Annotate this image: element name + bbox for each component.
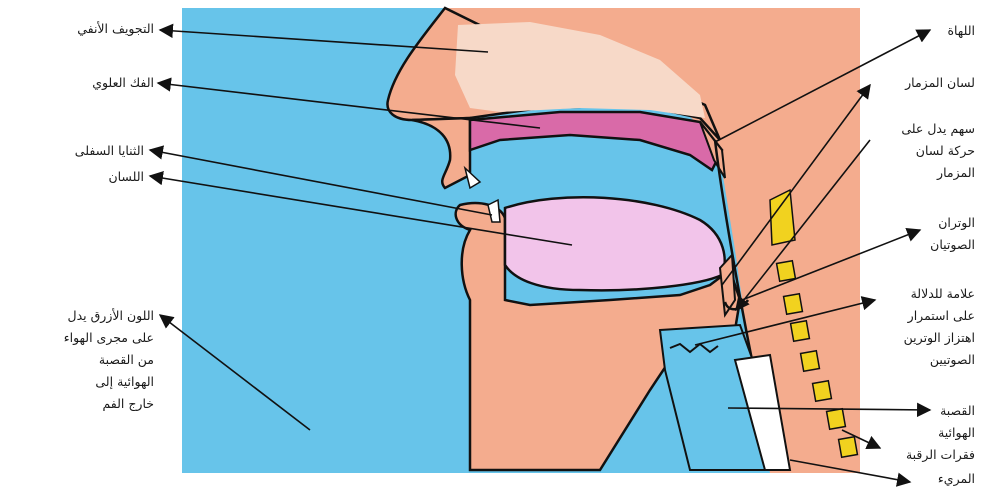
label-tongue: اللسان	[14, 166, 144, 188]
label-esophagus: المريء	[880, 468, 975, 490]
label-trachea: القصبة الهوائية	[880, 400, 975, 444]
vibration-line-1: علامة للدلالة	[870, 283, 975, 305]
trachea-line-1: القصبة	[880, 400, 975, 422]
label-vibration-mark: علامة للدلالة على استمرار اهتزاز الوترين…	[870, 283, 975, 371]
vibration-line-4: الصوتيين	[870, 349, 975, 371]
label-vocal-cords: الوتران الصوتيان	[880, 212, 975, 256]
label-lower-incisors: الثنايا السفلى	[14, 140, 144, 162]
trachea-line-2: الهوائية	[880, 422, 975, 444]
label-epiglottis: لسان المزمار	[870, 72, 975, 94]
vocal-cords-line-2: الصوتيان	[880, 234, 975, 256]
label-blue-note: اللون الأزرق يدل على مجرى الهواء من القص…	[14, 305, 154, 415]
epiglottis-arrow-line-3: المزمار	[870, 162, 975, 184]
label-uvula: اللهاة	[880, 20, 975, 42]
vibration-line-2: على استمرار	[870, 305, 975, 327]
label-epiglottis-arrow: سهم يدل على حركة لسان المزمار	[870, 118, 975, 184]
label-upper-jaw: الفك العلوي	[14, 72, 154, 94]
epiglottis-arrow-line-2: حركة لسان	[870, 140, 975, 162]
blue-note-line-1: اللون الأزرق يدل	[14, 305, 154, 327]
vibration-line-3: اهتزاز الوترين	[870, 327, 975, 349]
label-neck-vertebrae: فقرات الرقبة	[870, 444, 975, 466]
blue-note-line-4: الهوائية إلى	[14, 371, 154, 393]
label-nasal-cavity: التجويف الأنفي	[14, 18, 154, 40]
blue-note-line-5: خارج الفم	[14, 393, 154, 415]
vocal-cords-line-1: الوتران	[880, 212, 975, 234]
blue-note-line-2: على مجرى الهواء	[14, 327, 154, 349]
blue-note-line-3: من القصبة	[14, 349, 154, 371]
epiglottis-arrow-line-1: سهم يدل على	[870, 118, 975, 140]
